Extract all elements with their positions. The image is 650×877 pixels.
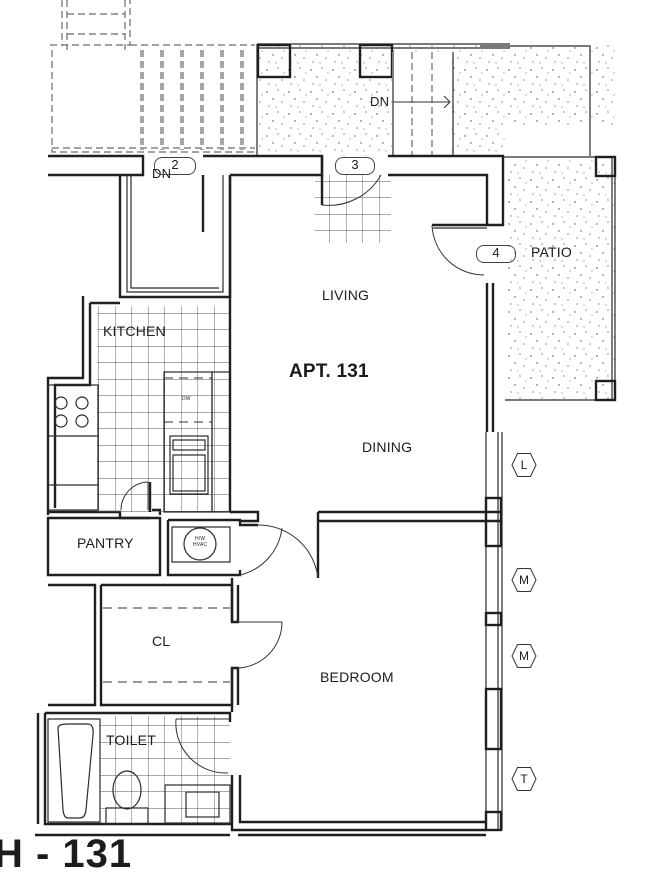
room-label-kitchen: KITCHEN	[103, 323, 166, 339]
window-tag-t: T	[511, 766, 537, 792]
window-tag-letter: T	[520, 772, 528, 786]
kitchen-area	[47, 306, 231, 513]
upper-level-outline	[50, 0, 255, 153]
sheet-label: H - 131	[0, 832, 133, 876]
window-tag-m1: M	[511, 567, 537, 593]
bathroom-area	[35, 711, 486, 837]
closet-area	[48, 578, 283, 712]
window-tag-l: L	[511, 452, 537, 478]
dishwasher-label: DW	[182, 396, 191, 402]
hexagon-icon	[511, 453, 537, 477]
hvac-closet	[171, 524, 319, 579]
door-tag-3: 3	[335, 157, 375, 175]
interior-walls	[228, 156, 500, 578]
door-tag-number: 2	[171, 157, 179, 172]
room-label-dining: DINING	[362, 439, 413, 455]
door-tag-2: 2	[154, 157, 196, 175]
room-label-closet: CL	[152, 633, 171, 649]
door-tag-4: 4	[476, 245, 516, 263]
room-label-pantry: PANTRY	[77, 535, 134, 551]
window-tag-letter: L	[520, 458, 528, 472]
window-tag-m2: M	[511, 643, 537, 669]
upper-landing	[256, 43, 617, 156]
patio-area	[503, 155, 617, 402]
hvac-label-line2: HVAC	[193, 542, 208, 548]
hexagon-icon	[511, 568, 537, 592]
room-label-patio: PATIO	[531, 244, 572, 260]
apartment-title: APT. 131	[289, 361, 369, 382]
door-tag-number: 3	[351, 157, 359, 172]
stair-down-label-top: DN	[370, 94, 390, 109]
door-tag-number: 4	[492, 245, 500, 260]
hexagon-icon	[511, 644, 537, 668]
room-label-bedroom: BEDROOM	[320, 669, 394, 685]
right-window-wall	[484, 432, 503, 832]
room-label-toilet: TOILET	[106, 732, 156, 748]
window-tag-letter: M	[519, 649, 529, 663]
hvac-label-line1: H/W	[195, 536, 206, 542]
window-tag-letter: M	[519, 573, 529, 587]
hexagon-icon	[511, 767, 537, 791]
room-label-living: LIVING	[322, 287, 370, 303]
